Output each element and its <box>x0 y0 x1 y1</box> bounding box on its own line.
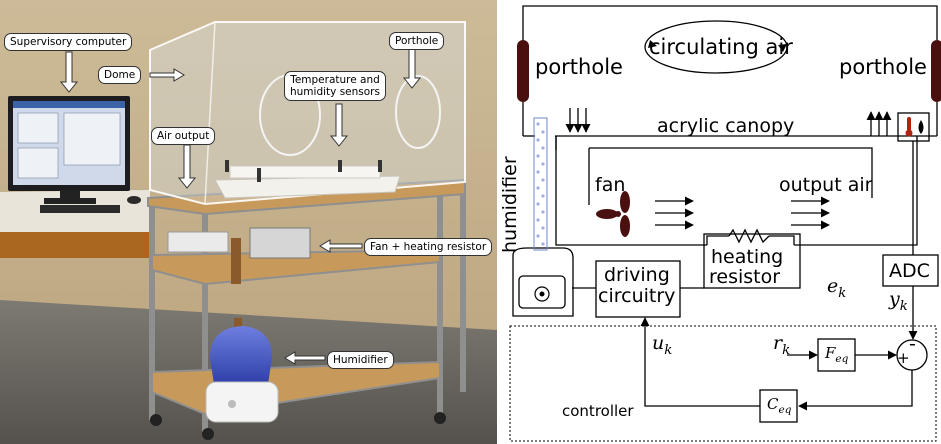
humidifier-tank <box>210 326 272 384</box>
y-subscript: k <box>899 298 908 314</box>
label-r-k: rk <box>773 334 790 357</box>
thermometer-icon <box>905 117 913 137</box>
canopy-top <box>522 5 938 40</box>
humidifier-device <box>512 247 574 317</box>
label-e-k: ek <box>827 277 846 300</box>
label-output-air: output air <box>779 174 873 196</box>
arrow-computer <box>59 51 79 93</box>
controller-box <box>509 325 937 442</box>
label-porthole-left: porthole <box>535 55 623 79</box>
callout-porthole: Porthole <box>389 32 445 50</box>
ceq-symbol: C <box>767 395 779 413</box>
label-y-k: yk <box>889 290 908 313</box>
callout-temp-humidity-line1: Temperature and <box>290 74 380 86</box>
humidifier-bubbles <box>536 122 545 246</box>
duct-right <box>794 136 918 246</box>
pipe <box>231 238 241 284</box>
label-controller: controller <box>562 402 634 420</box>
water-drop-icon <box>918 120 924 134</box>
sum-plus-sign: + <box>897 349 910 367</box>
heater-lead-left <box>706 235 729 245</box>
callout-temp-humidity-sensors: Temperature and humidity sensors <box>284 71 386 101</box>
circulating-air-ellipse <box>644 20 788 74</box>
adc-box <box>882 254 939 287</box>
incubator-schematic: circulating air porthole porthole acryli… <box>497 0 941 444</box>
u-subscript: k <box>664 342 673 358</box>
callout-supervisory-computer: Supervisory computer <box>4 33 133 51</box>
fan-icon <box>596 191 630 237</box>
humidifier-knob <box>534 286 550 302</box>
label-ceq: Ceq <box>767 397 791 416</box>
duct-left <box>555 136 707 246</box>
r-symbol: r <box>773 332 783 354</box>
sum-minus-sign: - <box>909 333 916 355</box>
callout-dome: Dome <box>98 66 142 84</box>
r-subscript: k <box>782 342 791 358</box>
desk-edge <box>0 232 150 258</box>
porthole-right <box>395 75 441 149</box>
driving-circuitry-box <box>595 260 681 318</box>
callout-humidifier: Humidifier <box>327 351 394 369</box>
porthole-left-bar <box>517 40 529 102</box>
e-symbol: e <box>827 275 839 297</box>
label-resistor: resistor <box>709 266 781 288</box>
label-heating: heating <box>711 246 784 268</box>
arrow-humidifier <box>284 351 326 365</box>
arrow-air-output <box>177 144 197 189</box>
e-subscript: k <box>838 285 847 301</box>
callout-temp-humidity-line2: humidity sensors <box>290 86 380 98</box>
y-symbol: y <box>889 288 900 310</box>
humidifier-base <box>205 381 279 423</box>
label-circulating-air: circulating air <box>649 35 793 59</box>
arrow-dome <box>149 68 185 82</box>
incubator-photo: Supervisory computer Dome Porthole Tempe… <box>0 0 497 444</box>
heating-resistor-box <box>703 233 801 289</box>
label-acrylic-canopy: acrylic canopy <box>657 115 795 137</box>
u-symbol: u <box>652 332 665 354</box>
humidifier-tube <box>533 117 548 251</box>
label-circuitry: circuitry <box>598 285 676 307</box>
label-driving: driving <box>604 264 670 286</box>
label-humidifier: humidifier <box>499 156 521 253</box>
ceq-subscript: eq <box>778 404 792 416</box>
callout-fan-heating-resistor: Fan + heating resistor <box>364 238 493 256</box>
label-u-k: uk <box>652 334 672 357</box>
feq-symbol: F <box>825 344 836 362</box>
heating-resistor-zigzag <box>728 228 770 244</box>
porthole-right-bar <box>931 40 941 102</box>
callout-air-output: Air output <box>151 127 216 145</box>
label-porthole-right: porthole <box>839 55 927 79</box>
arrow-sensors <box>329 103 349 147</box>
arrow-porthole <box>402 46 422 89</box>
photo-illustration <box>0 0 497 444</box>
schematic-drawing <box>509 5 941 442</box>
duct-inner-top <box>589 147 873 198</box>
mouse <box>127 196 141 204</box>
sensor-box <box>897 112 930 142</box>
feq-subscript: eq <box>835 353 849 365</box>
label-feq: Feq <box>825 346 848 365</box>
fan-box <box>249 227 311 259</box>
arrow-fan <box>319 239 363 253</box>
label-adc: ADC <box>889 260 930 282</box>
callout-arrows <box>59 46 422 365</box>
keyboard <box>40 205 120 213</box>
heater-lead-right <box>769 235 795 245</box>
label-fan: fan <box>595 174 626 196</box>
